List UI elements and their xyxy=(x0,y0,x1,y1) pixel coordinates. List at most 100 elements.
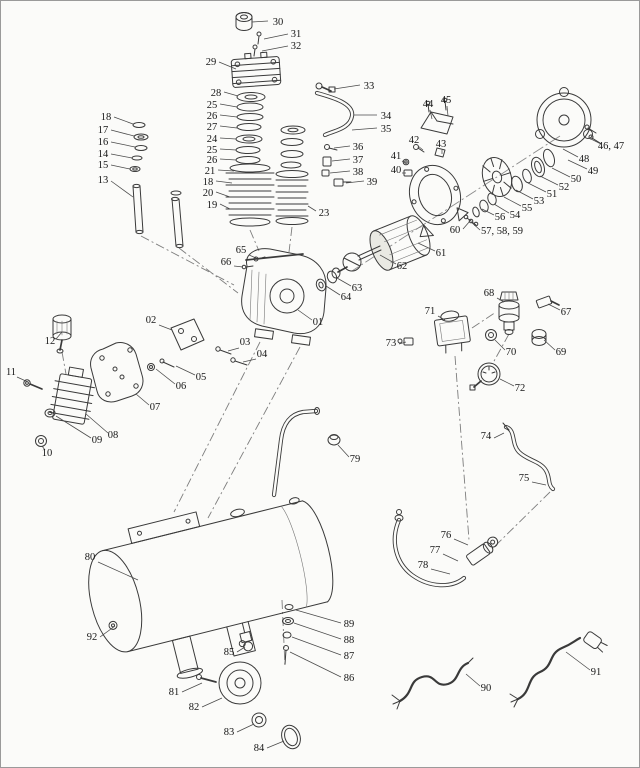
part-number-label: 63 xyxy=(352,283,363,294)
leader-line xyxy=(539,175,559,186)
pump-crankcase-01 xyxy=(241,248,327,346)
part-number-label: 43 xyxy=(436,139,447,150)
mount-plate-07 xyxy=(90,342,144,403)
air-filter-12 xyxy=(52,314,72,354)
part-number-label: 46, 47 xyxy=(598,141,624,152)
leader-line xyxy=(219,114,238,118)
leader-line xyxy=(55,415,92,439)
leader-line xyxy=(113,116,134,125)
part-number-label: 75 xyxy=(519,473,530,484)
leader-line xyxy=(175,365,196,376)
leader-line xyxy=(248,254,257,259)
finned-cylinder-19 xyxy=(225,163,275,227)
leader-line xyxy=(233,265,244,268)
leader-line xyxy=(110,141,136,148)
leader-line xyxy=(289,651,342,678)
part-number-label: 33 xyxy=(364,81,375,92)
pressure-gauge-72 xyxy=(469,362,501,391)
leader-line xyxy=(379,254,397,265)
leader-line xyxy=(551,167,571,178)
part-number-label: 08 xyxy=(108,430,119,441)
leader-line xyxy=(297,309,313,321)
part-number-label: 91 xyxy=(591,667,602,678)
tube-74-75 xyxy=(502,422,556,492)
part-number-label: 12 xyxy=(45,336,56,347)
leader-line xyxy=(565,651,591,671)
leader-line xyxy=(251,20,269,23)
leader-line xyxy=(41,445,46,451)
power-cord-90 xyxy=(391,657,474,710)
part-number-label: 02 xyxy=(146,315,157,326)
leader-line xyxy=(333,84,361,90)
part-number-label: 60 xyxy=(450,225,461,236)
leader-line xyxy=(465,673,481,687)
leader-line xyxy=(110,129,135,137)
leader-line xyxy=(295,609,342,624)
leader-line xyxy=(527,182,547,193)
part-number-label: 79 xyxy=(350,454,361,465)
part-number-label: 66 xyxy=(221,257,232,268)
fittings-67-69-70 xyxy=(485,295,560,346)
gasket-stack-right xyxy=(280,125,306,169)
finned-block-08 xyxy=(49,366,95,425)
part-number-label: 29 xyxy=(206,57,217,68)
motor-end-cover xyxy=(535,87,601,148)
leader-line xyxy=(493,203,510,214)
fittings-36-39 xyxy=(321,144,352,187)
leader-line xyxy=(493,432,505,439)
leader-line xyxy=(236,646,246,653)
part-number-label: 44 xyxy=(423,99,434,110)
leader-line xyxy=(481,208,495,216)
part-number-label: 80 xyxy=(85,552,96,563)
leader-line xyxy=(351,127,378,131)
elbow-33 xyxy=(315,82,336,93)
leader-line xyxy=(496,297,505,303)
leader-line xyxy=(219,148,237,151)
leader-line xyxy=(266,740,285,749)
washers-63-64 xyxy=(315,270,338,292)
leader-line xyxy=(219,203,231,210)
part-number-label: 14 xyxy=(98,149,109,160)
part-number-label: 06 xyxy=(176,381,187,392)
part-number-label: 48 xyxy=(579,154,590,165)
leader-line xyxy=(242,358,257,363)
discharge-pipe-34-35 xyxy=(314,90,355,138)
leader-line xyxy=(401,160,407,164)
leader-line xyxy=(562,148,579,158)
part-number-label: 34 xyxy=(381,111,392,122)
part-number-label: 51 xyxy=(547,189,558,200)
part-number-label: 42 xyxy=(409,135,420,146)
part-number-label: 18 xyxy=(203,177,214,188)
assembly-dashed-lines xyxy=(61,226,551,667)
leader-line xyxy=(417,242,436,252)
leader-line xyxy=(345,180,365,184)
part-number-label: 92 xyxy=(87,632,98,643)
leader-line xyxy=(462,220,471,230)
part-number-label: 83 xyxy=(224,727,235,738)
gasket-stack-left xyxy=(235,92,266,164)
part-number-label: 16 xyxy=(98,137,109,148)
leader-line xyxy=(219,125,238,129)
part-number-label: 18 xyxy=(101,112,112,123)
part-number-label: 69 xyxy=(556,347,567,358)
part-number-label: 85 xyxy=(224,647,235,658)
leader-line xyxy=(263,33,289,40)
leader-line xyxy=(99,625,116,638)
leader-line xyxy=(110,180,134,198)
part-number-label: 39 xyxy=(367,177,378,188)
part-number-label: 21 xyxy=(205,166,216,177)
leader-line xyxy=(85,413,109,434)
leader-line xyxy=(215,191,231,198)
part-number-label: 67 xyxy=(561,307,572,318)
leader-line xyxy=(236,723,255,733)
leader-line xyxy=(329,170,351,174)
part-number-label: 61 xyxy=(436,248,447,259)
leader-line xyxy=(219,137,237,140)
part-number-label: 65 xyxy=(236,245,247,256)
finned-cylinder-23 xyxy=(275,170,309,225)
part-number-label: 62 xyxy=(397,261,408,272)
leader-line xyxy=(337,444,350,458)
part-number-label: 38 xyxy=(353,167,364,178)
leader-line xyxy=(218,61,237,70)
